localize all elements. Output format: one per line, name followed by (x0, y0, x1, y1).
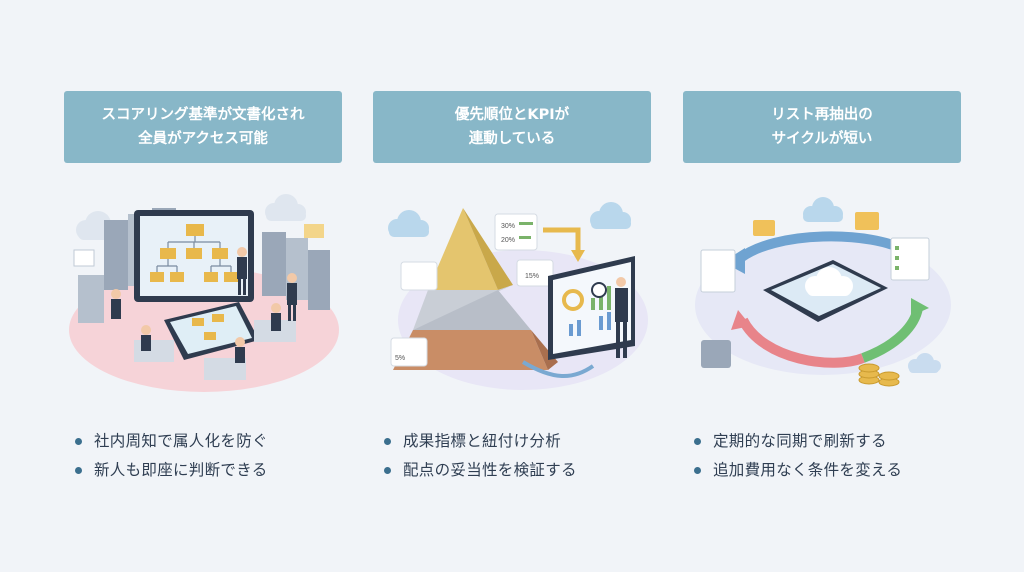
column-documentation: スコアリング基準が文書化され 全員がアクセス可能 (64, 0, 342, 572)
list-item: 新人も即座に判断できる (72, 456, 268, 485)
bullet-list: 定期的な同期で刷新する 追加費用なく条件を変える (691, 427, 902, 485)
column-title: スコアリング基準が文書化され 全員がアクセス可能 (64, 91, 342, 163)
pyramid-label: 30% (501, 223, 515, 230)
column-kpi: 優先順位とKPIが 連動している 30% 20% 15% 5% (373, 0, 651, 572)
bullet-dot-icon (75, 467, 82, 474)
title-line: 連動している (468, 131, 556, 147)
cloud-sync-cycle-icon (683, 190, 961, 400)
bullet-text: 成果指標と紐付け分析 (403, 432, 562, 450)
title-line: リスト再抽出の (771, 107, 873, 123)
list-item: 定期的な同期で刷新する (691, 427, 902, 456)
list-item: 成果指標と紐付け分析 (381, 427, 577, 456)
column-title: リスト再抽出の サイクルが短い (683, 91, 961, 163)
bullet-text: 配点の妥当性を検証する (403, 461, 577, 479)
bullet-dot-icon (384, 438, 391, 445)
list-item: 配点の妥当性を検証する (381, 456, 577, 485)
bullet-dot-icon (384, 467, 391, 474)
bullet-text: 追加費用なく条件を変える (713, 461, 903, 479)
bullet-list: 社内周知で属人化を防ぐ 新人も即座に判断できる (72, 427, 268, 485)
bullet-dot-icon (75, 438, 82, 445)
list-item: 追加費用なく条件を変える (691, 456, 902, 485)
title-line: スコアリング基準が文書化され (101, 107, 305, 123)
title-line: 優先順位とKPIが (454, 107, 570, 123)
pyramid-label: 15% (525, 273, 539, 280)
bullet-dot-icon (694, 438, 701, 445)
bullet-text: 社内周知で属人化を防ぐ (94, 432, 268, 450)
document-server-office-icon (64, 190, 342, 400)
kpi-pyramid-icon: 30% 20% 15% 5% (373, 190, 651, 400)
pyramid-label: 20% (501, 237, 515, 244)
bullet-dot-icon (694, 467, 701, 474)
title-line: サイクルが短い (771, 131, 873, 147)
pyramid-label: 5% (395, 355, 405, 362)
list-item: 社内周知で属人化を防ぐ (72, 427, 268, 456)
bullet-text: 新人も即座に判断できる (94, 461, 268, 479)
title-line: 全員がアクセス可能 (138, 131, 268, 147)
bullet-text: 定期的な同期で刷新する (713, 432, 887, 450)
column-cycle: リスト再抽出の サイクルが短い (683, 0, 961, 572)
bullet-list: 成果指標と紐付け分析 配点の妥当性を検証する (381, 427, 577, 485)
column-title: 優先順位とKPIが 連動している (373, 91, 651, 163)
